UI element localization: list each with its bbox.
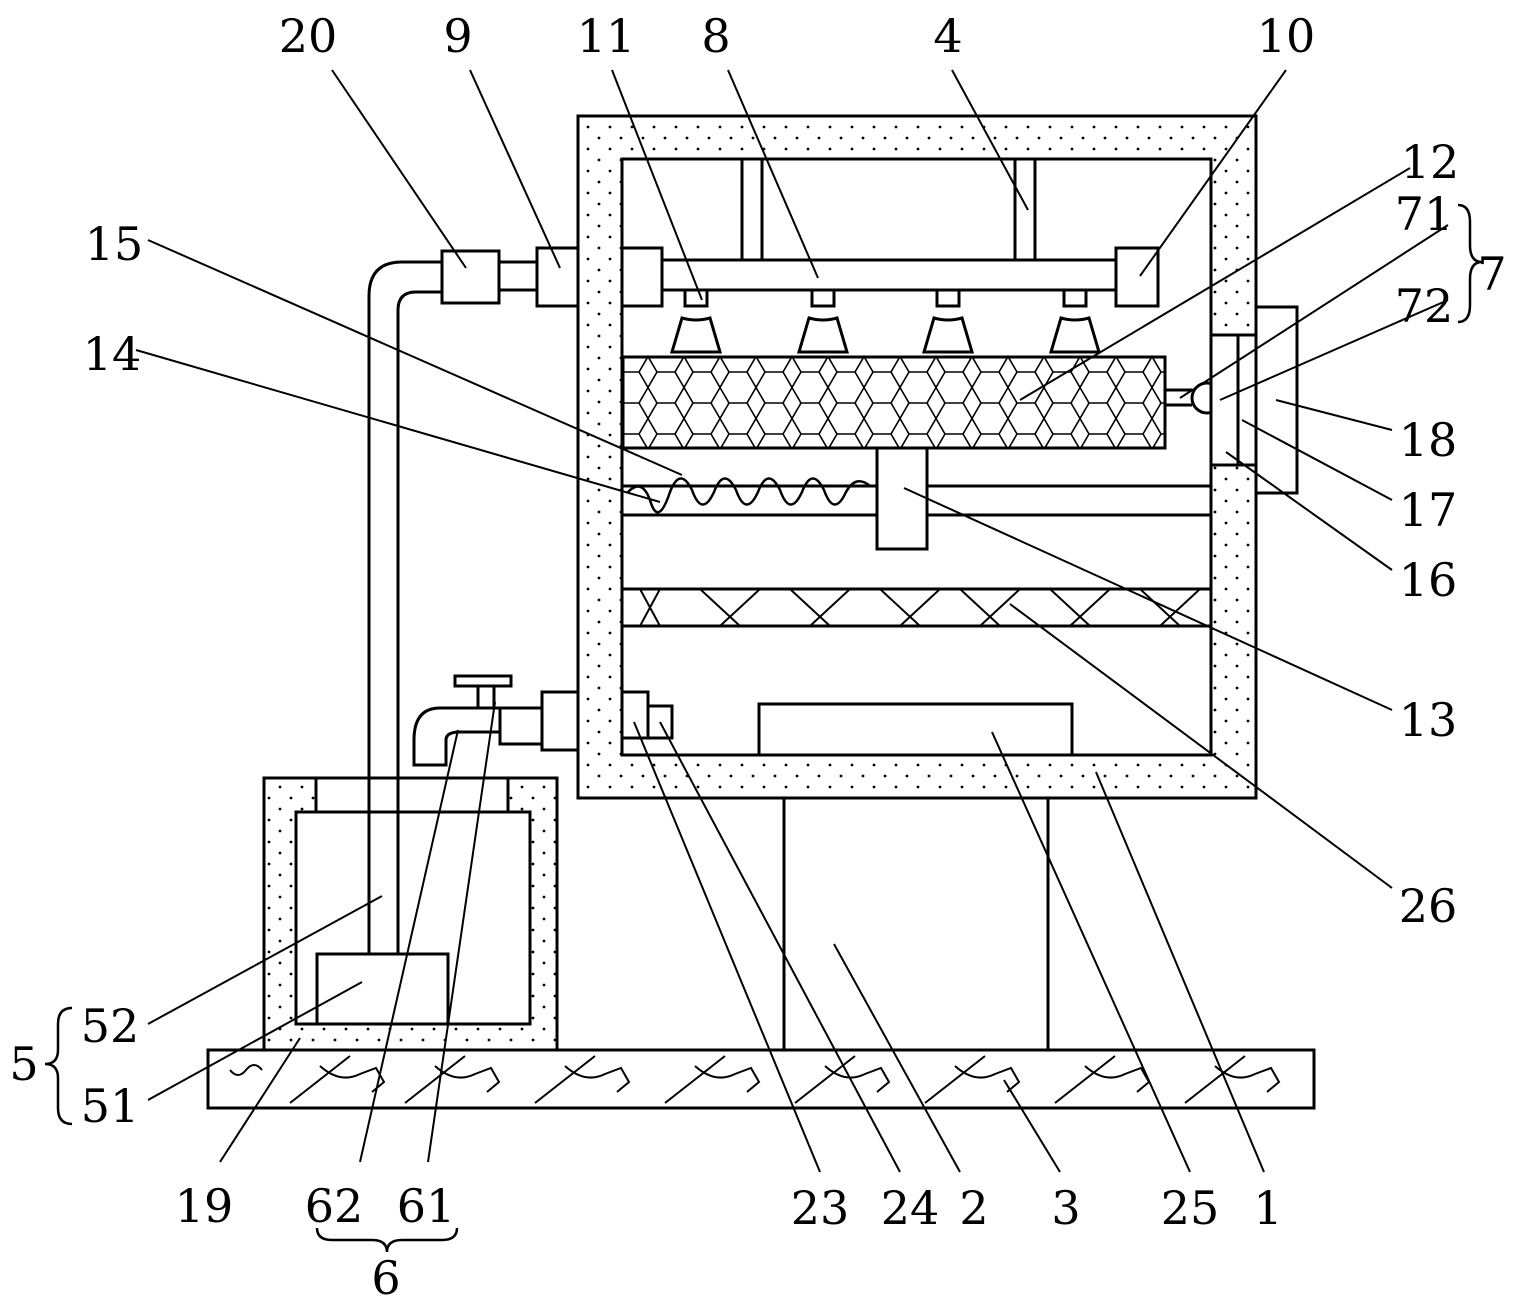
callout-10: 10 [1257, 9, 1316, 63]
callout-7: 7 [1477, 247, 1506, 301]
support-column [782, 798, 1050, 1050]
callout-11: 11 [577, 9, 636, 63]
callout-4: 4 [933, 9, 962, 63]
spray-nozzles [669, 290, 1102, 354]
callout-25: 25 [1161, 1181, 1220, 1235]
callout-62: 62 [305, 1179, 364, 1233]
callout-1: 1 [1253, 1181, 1282, 1235]
inlet-valve [535, 246, 580, 308]
callout-16: 16 [1399, 553, 1458, 607]
base-springs [229, 1055, 1281, 1104]
leader-lines [135, 69, 1449, 1173]
callout-61: 61 [397, 1179, 456, 1233]
callout-51: 51 [81, 1079, 140, 1133]
callout-6: 6 [371, 1251, 400, 1305]
faucet-handle-stem [476, 686, 496, 708]
callout-26: 26 [1399, 879, 1458, 933]
callout-72: 72 [1395, 279, 1454, 333]
callout-labels: 20 9 11 8 4 10 12 71 72 7 15 14 18 17 16… [9, 9, 1506, 1305]
right-connector [1114, 246, 1160, 308]
callout-12: 12 [1401, 135, 1460, 189]
sensor-23 [620, 690, 650, 740]
faucet-pipe [412, 706, 542, 767]
callout-5: 5 [9, 1037, 38, 1091]
drive-shaft [1165, 388, 1192, 407]
callout-13: 13 [1399, 693, 1458, 747]
brace-6 [315, 1227, 459, 1253]
callout-9: 9 [443, 9, 472, 63]
callout-20: 20 [279, 9, 338, 63]
inner-connector [620, 246, 664, 308]
callout-52: 52 [81, 999, 140, 1053]
pump-head [440, 249, 501, 305]
collection-tray [757, 702, 1074, 757]
base-plate [206, 1048, 1316, 1110]
callout-18: 18 [1399, 413, 1458, 467]
side-plate [1209, 333, 1258, 467]
faucet-handle [453, 674, 513, 688]
callout-15: 15 [85, 217, 144, 271]
callout-14: 14 [83, 327, 142, 381]
callout-8: 8 [701, 9, 730, 63]
callout-23: 23 [791, 1181, 850, 1235]
callout-2: 2 [959, 1181, 988, 1235]
spray-pipe [660, 258, 1118, 292]
tank-inlet-fitting [314, 776, 510, 814]
sensor-24 [646, 704, 674, 740]
inner-top-struts [740, 159, 1037, 260]
scraper-slider [875, 446, 929, 551]
callout-3: 3 [1051, 1181, 1080, 1235]
pump [315, 952, 450, 1026]
scraper-spring [627, 477, 871, 514]
callout-24: 24 [881, 1181, 940, 1235]
callout-19: 19 [175, 1179, 234, 1233]
brace-5 [44, 1006, 73, 1126]
pipe-link [499, 260, 537, 292]
callout-17: 17 [1399, 483, 1458, 537]
brace-7 [1457, 203, 1483, 324]
water-pipe [367, 260, 442, 954]
water-tank [262, 776, 559, 1052]
callout-71: 71 [1395, 187, 1454, 241]
carbon-layer [620, 587, 1213, 628]
valve-body [540, 690, 580, 752]
